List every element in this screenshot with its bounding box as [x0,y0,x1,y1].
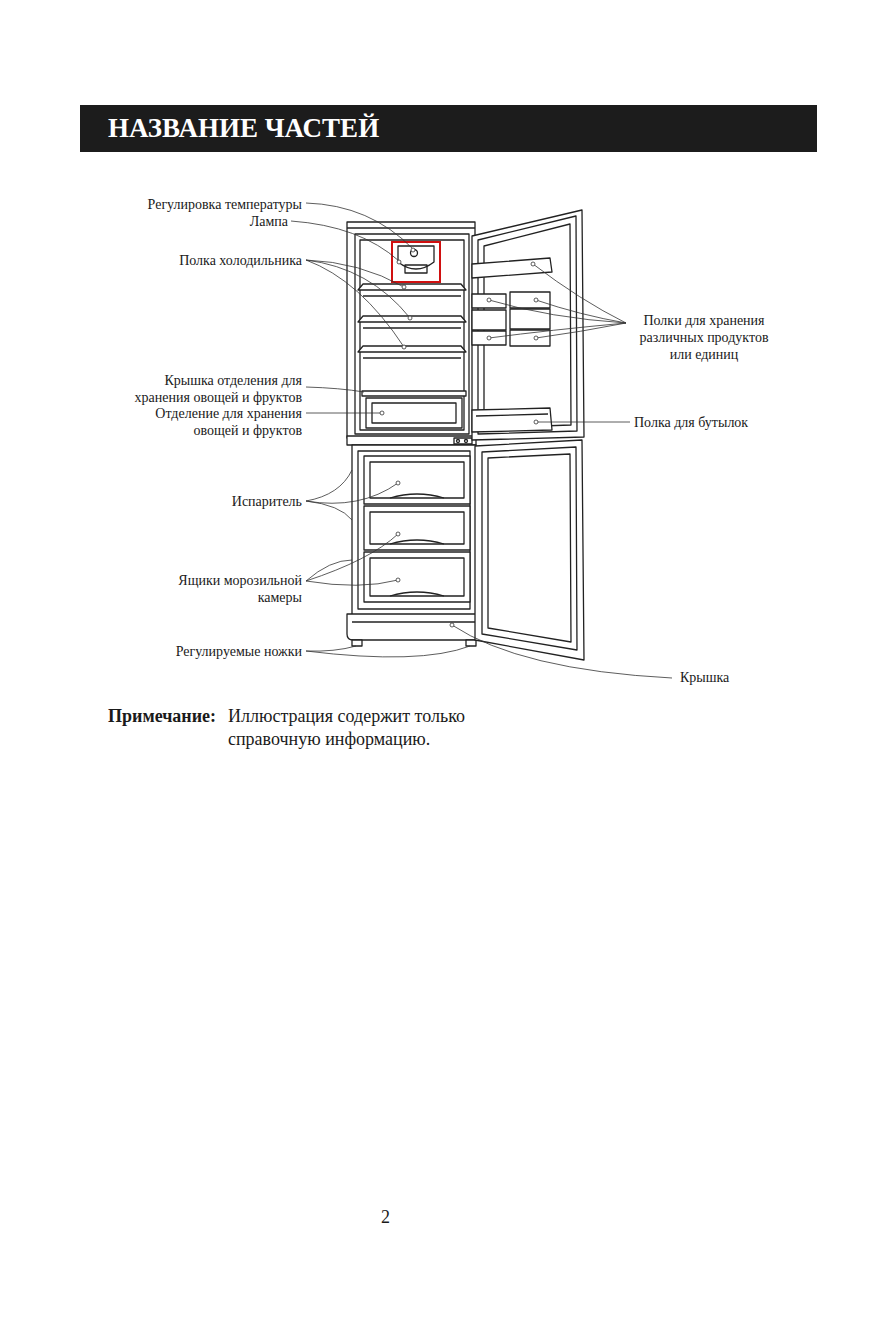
part-label: Крышка отделения для хранения овощей и ф… [106,372,302,406]
note-text: Иллюстрация содержит только справочную и… [228,705,498,751]
note-heading: Примечание: [108,705,238,728]
page-number: 2 [381,1206,411,1229]
part-label: Регулировка температуры [92,196,302,213]
part-label: Лампа [188,213,288,230]
part-label: Полки для хранения различных продуктов и… [630,312,778,363]
part-label: Регулируемые ножки [102,643,302,660]
part-label: Испаритель [152,493,302,510]
part-label: Отделение для хранения овощей и фруктов [126,405,302,439]
part-label: Полка для бутылок [634,414,814,431]
part-label: Полка холодильника [92,252,302,269]
part-label: Ящики морозильной камеры [152,572,302,606]
page-title: НАЗВАНИЕ ЧАСТЕЙ [108,111,379,145]
part-label: Крышка [680,669,780,686]
